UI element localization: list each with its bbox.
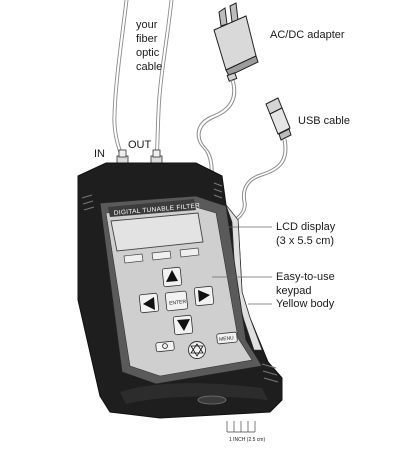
device: DIGITAL TUNABLE FILTER ENTER [77,162,283,419]
logo-icon [190,343,204,357]
label-fiber-cable-2: fiber [136,33,158,45]
device-bottom-edge [120,383,268,404]
usb-cord [225,138,288,227]
soft-key-3[interactable] [179,247,200,258]
callout-labels: your fiber optic cable IN OUT AC/DC adap… [94,19,350,310]
bottom-keys: MENU [155,331,238,359]
soft-keys [123,247,200,264]
label-lcd-2: (3 x 5.5 cm) [276,235,334,247]
fiber-cable-in-inner [115,0,129,159]
right-arrow-icon [198,290,210,302]
label-usb: USB cable [298,115,350,127]
arrow-keypad: ENTER [138,266,215,336]
adapter-prong-right [229,2,239,23]
label-port-in: IN [94,148,105,160]
usb-plug-neck [278,128,292,141]
device-bottom-slot [197,395,227,405]
label-fiber-cable-4: cable [136,61,162,73]
left-arrow-icon [143,297,155,310]
label-port-out: OUT [128,139,152,151]
fiber-cable-out-inner [157,0,174,159]
label-lcd-1: LCD display [276,221,336,233]
menu-button[interactable] [216,331,238,345]
enter-key-label: ENTER [169,299,187,307]
up-arrow-icon [166,270,178,282]
connector-in-boot [118,149,127,158]
menu-key-label: MENU [219,335,235,343]
scale-label: 1 INCH (2.5 cm) [229,437,265,443]
label-keypad-1: Easy-to-use [276,271,335,283]
leader-lines [212,226,272,305]
down-arrow-icon [177,319,190,331]
adapter-illustration [213,2,259,82]
connector-out-boot [152,149,161,158]
label-adapter: AC/DC adapter [270,29,345,41]
fiber-cable-out [154,0,171,159]
label-body: Yellow body [276,298,335,310]
label-fiber-cable-1: your [136,19,158,31]
adapter-side [225,55,259,77]
adapter-strain-relief [226,72,238,82]
label-fiber-cable-3: optic [136,47,160,59]
soft-key-2[interactable] [151,250,172,261]
adapter-prong-left [218,7,228,27]
soft-key-1[interactable] [123,253,144,264]
usb-illustration [265,97,292,141]
enter-button[interactable] [164,290,189,312]
power-icon [162,343,168,349]
device-title-strip [108,199,196,217]
usb-plug-body [269,107,291,135]
grip-ridges-right [213,182,279,383]
label-keypad-2: keypad [276,285,311,297]
fiber-cables [112,0,174,159]
scale-bar: 1 INCH (2.5 cm) [226,421,265,443]
power-button[interactable] [155,340,175,353]
grip-ridges-left [81,194,95,211]
fiber-cable-in [112,0,126,159]
lcd-display [110,212,204,252]
